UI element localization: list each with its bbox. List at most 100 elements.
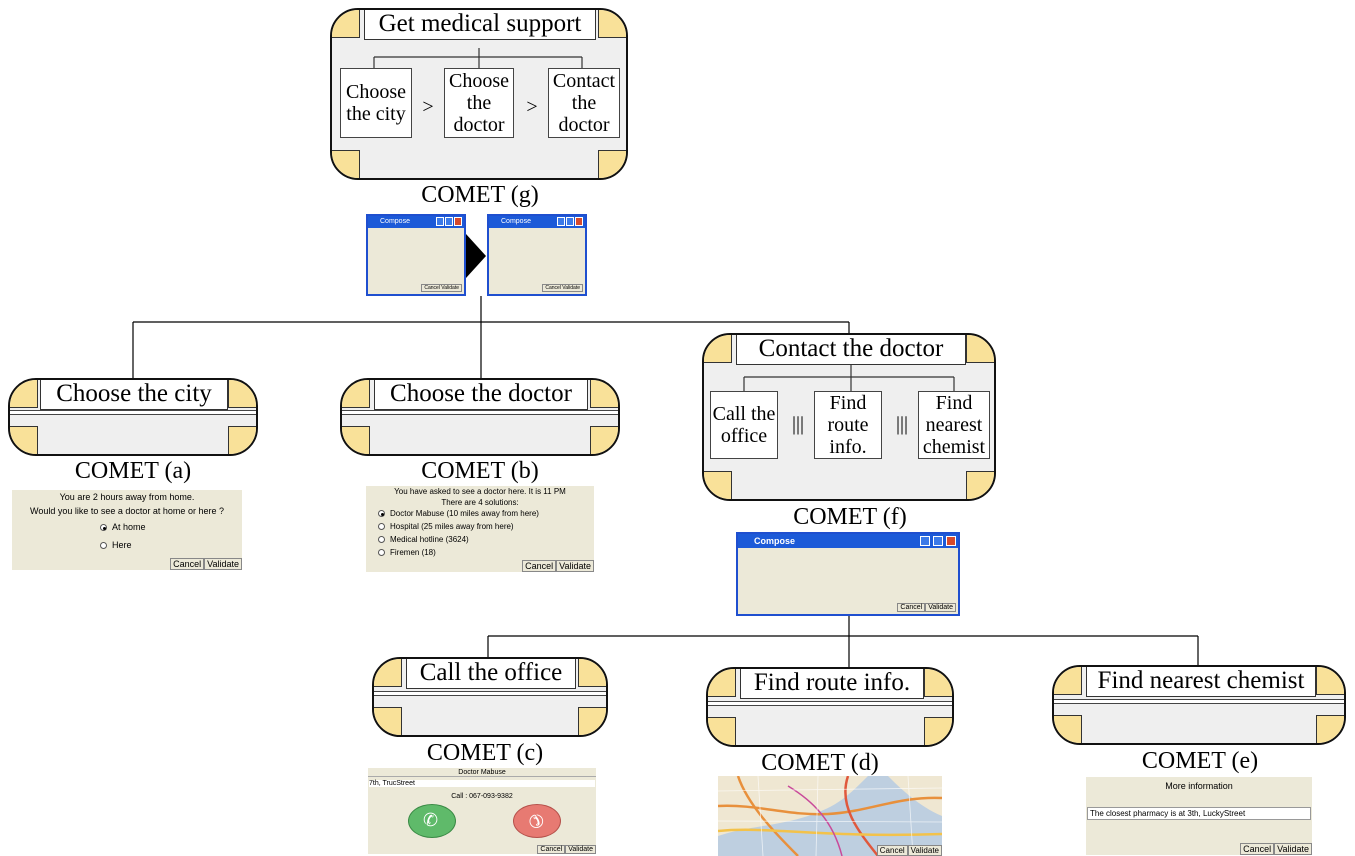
dialog-buttons: Cancel Validate <box>537 845 596 854</box>
comet-e: Find nearest chemist <box>1052 665 1346 745</box>
radio-option[interactable]: Here <box>100 540 132 550</box>
prompt-line: Would you like to see a doctor at home o… <box>30 506 224 516</box>
prompt-line: There are 4 solutions: <box>441 498 519 507</box>
validate-button[interactable]: Validate <box>1274 843 1312 855</box>
separator <box>1054 699 1344 704</box>
info-message: The closest pharmacy is at 3th, LuckyStr… <box>1087 807 1311 820</box>
call-button[interactable] <box>408 804 456 838</box>
task-choose-doctor: Choose the doctor <box>444 68 514 138</box>
task-choose-city: Choose the city <box>340 68 412 138</box>
close-icon[interactable] <box>454 217 462 226</box>
radio-option[interactable]: Hospital (25 miles away from here) <box>378 522 514 531</box>
task-contact-doctor: Contact the doctor <box>548 68 620 138</box>
screen-a: You are 2 hours away from home. Would yo… <box>12 490 242 570</box>
cancel-button[interactable]: Cancel <box>1240 843 1275 855</box>
cancel-button[interactable]: Cancel <box>170 558 205 570</box>
dialog-buttons: Cancel Validate <box>1240 843 1312 855</box>
radio-icon[interactable] <box>100 542 107 550</box>
validate-button[interactable]: Validate <box>204 558 242 570</box>
minimize-icon[interactable] <box>436 217 444 226</box>
info-header: More information <box>1165 781 1233 791</box>
validate-button[interactable]: Validate <box>907 845 942 856</box>
comet-title: Find route info. <box>740 669 924 699</box>
hangup-button[interactable] <box>513 804 561 838</box>
comet-g: Get medical support Choose the city > Ch… <box>330 8 628 180</box>
maximize-icon[interactable] <box>566 217 574 226</box>
corner-decoration <box>342 380 370 408</box>
parallel-operator: ||| <box>895 413 908 435</box>
comet-label: COMET (b) <box>421 458 539 484</box>
cancel-button[interactable]: Cancel <box>897 603 926 612</box>
comet-f: Contact the doctor Call the office ||| F… <box>702 333 996 501</box>
route-map[interactable] <box>718 776 942 856</box>
screen-c: Doctor Mabuse 7th, TrucStreet Call : 067… <box>368 768 596 854</box>
call-number: Call : 067-093-9382 <box>451 793 513 800</box>
task-connectors <box>743 365 955 391</box>
task-call-office: Call the office <box>710 391 778 459</box>
corner-decoration <box>1054 667 1082 695</box>
comet-title: Get medical support <box>364 10 596 40</box>
prompt-line: You have asked to see a doctor here. It … <box>394 487 566 496</box>
comet-d: Find route info. <box>706 667 954 747</box>
window-buttons[interactable]: Cancel Validate <box>542 284 583 292</box>
close-icon[interactable] <box>575 217 583 226</box>
radio-option[interactable]: Firemen (18) <box>378 548 436 557</box>
screen-e: More information The closest pharmacy is… <box>1086 777 1312 855</box>
dialog-buttons: Cancel Validate <box>876 845 942 856</box>
comet-label: COMET (g) <box>421 182 539 208</box>
comet-c: Call the office <box>372 657 608 737</box>
comet-b: Choose the doctor <box>340 378 620 456</box>
contact-name: Doctor Mabuse <box>368 769 596 777</box>
corner-decoration <box>332 10 360 38</box>
minimize-icon[interactable] <box>557 217 565 226</box>
minimize-icon[interactable] <box>920 536 930 546</box>
radio-option[interactable]: Medical hotline (3624) <box>378 535 469 544</box>
radio-icon[interactable] <box>378 536 385 544</box>
task-connectors <box>373 48 583 68</box>
parallel-operator: ||| <box>791 413 804 435</box>
corner-decoration <box>228 380 256 408</box>
comet-label: COMET (a) <box>74 458 192 484</box>
phone-icon: ✆ <box>423 810 439 830</box>
sequence-operator: > <box>526 96 538 118</box>
separator <box>374 691 606 696</box>
screen-d: Cancel Validate <box>718 776 942 856</box>
validate-button[interactable]: Validate <box>556 560 594 572</box>
prompt-line: You are 2 hours away from home. <box>59 492 195 502</box>
maximize-icon[interactable] <box>933 536 943 546</box>
comet-title: Choose the doctor <box>374 380 588 410</box>
radio-option[interactable]: Doctor Mabuse (10 miles away from here) <box>378 509 539 518</box>
task-find-route: Find route info. <box>814 391 882 459</box>
cancel-button[interactable]: Cancel <box>537 845 566 854</box>
screen-b: You have asked to see a doctor here. It … <box>366 486 594 572</box>
comet-title: Choose the city <box>40 380 228 410</box>
radio-icon[interactable] <box>378 510 385 518</box>
comet-title: Find nearest chemist <box>1086 667 1316 697</box>
validate-button[interactable]: Validate <box>925 603 956 612</box>
radio-icon[interactable] <box>378 523 385 531</box>
window-buttons[interactable]: Cancel Validate <box>421 284 462 292</box>
maximize-icon[interactable] <box>445 217 453 226</box>
task-find-chemist: Find nearest chemist <box>918 391 990 459</box>
play-arrow-icon <box>466 234 486 278</box>
compose-window-2: Compose Cancel Validate <box>487 214 587 296</box>
comet-a: Choose the city <box>8 378 258 456</box>
corner-decoration <box>708 669 736 697</box>
validate-button[interactable]: Validate <box>565 845 596 854</box>
comet-title: Contact the doctor <box>736 335 966 365</box>
radio-icon[interactable] <box>378 549 385 557</box>
cancel-button[interactable]: Cancel <box>876 845 908 856</box>
radio-icon[interactable] <box>100 524 107 532</box>
comet-label: COMET (c) <box>426 740 544 766</box>
comet-label: COMET (f) <box>793 504 907 530</box>
compose-window: Compose Cancel Validate <box>736 532 960 616</box>
dialog-buttons: Cancel Validate <box>522 560 594 572</box>
radio-option[interactable]: At home <box>100 522 146 532</box>
corner-decoration <box>374 659 402 687</box>
cancel-button[interactable]: Cancel <box>522 560 557 572</box>
close-icon[interactable] <box>946 536 956 546</box>
separator <box>342 410 618 415</box>
separator <box>10 410 256 415</box>
window-titlebar: Compose <box>368 216 464 228</box>
